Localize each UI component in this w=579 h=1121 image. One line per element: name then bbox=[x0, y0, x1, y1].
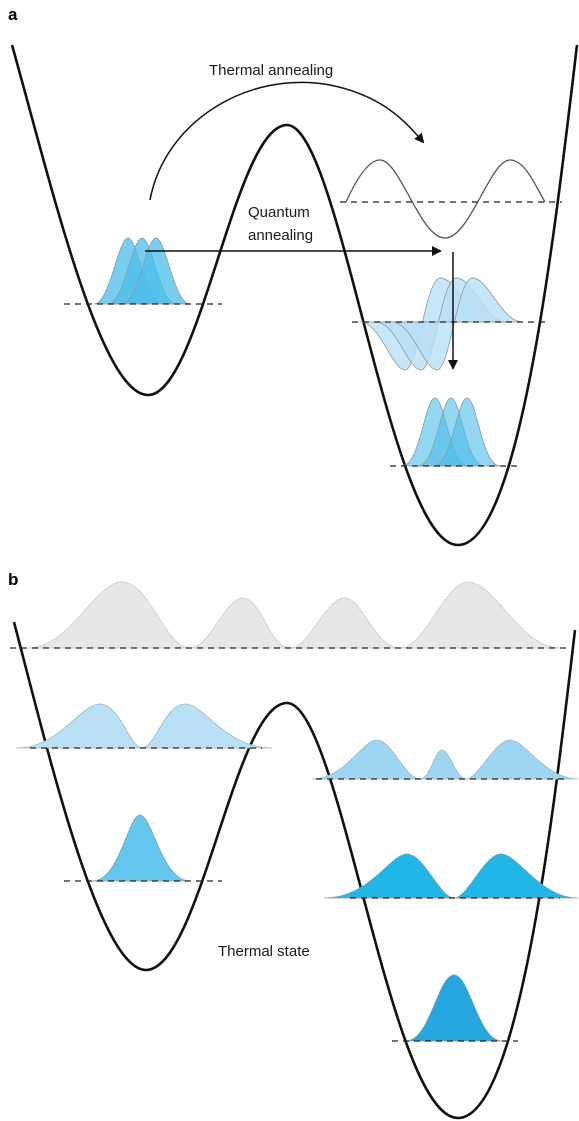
right-ground-state-wavepackets bbox=[401, 397, 501, 467]
panel-b: b Thermal state bbox=[8, 570, 579, 1120]
wavepacket bbox=[391, 277, 523, 371]
high-energy-state bbox=[27, 581, 561, 649]
wavepacket bbox=[121, 237, 191, 305]
double-well-potential-b bbox=[12, 621, 577, 1120]
double-well-potential-a bbox=[10, 44, 579, 547]
panel-a-label: a bbox=[8, 5, 18, 24]
wavepacket bbox=[433, 397, 501, 467]
tunnelling-wavepackets bbox=[359, 277, 523, 371]
panel-b-label: b bbox=[8, 570, 18, 589]
right-excited-state bbox=[311, 739, 579, 780]
right-mid-state bbox=[323, 853, 579, 899]
left-excited-state bbox=[15, 703, 273, 749]
left-ground-state bbox=[91, 814, 191, 882]
quantum-annealing-label-line2: annealing bbox=[248, 227, 313, 244]
quantum-annealing-label-line1: Quantum bbox=[248, 204, 310, 221]
thermal-state-label: Thermal state bbox=[218, 943, 310, 960]
thermal-annealing-arrow bbox=[149, 81, 425, 201]
excited-state-wavefunction bbox=[345, 159, 546, 239]
thermal-annealing-label: Thermal annealing bbox=[209, 62, 333, 79]
right-ground-state bbox=[405, 974, 503, 1042]
panel-a: a Thermal annealing Quantum annealing bbox=[8, 5, 579, 547]
left-ground-state-wavepackets bbox=[93, 237, 191, 305]
